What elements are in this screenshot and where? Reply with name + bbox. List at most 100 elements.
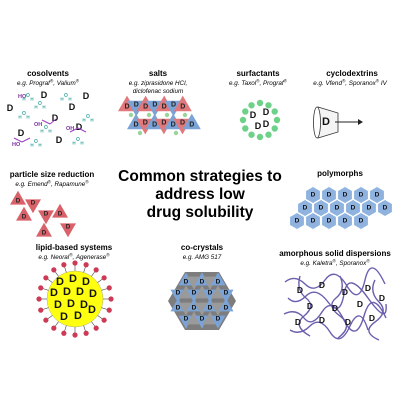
salt-tri-1-2-label: D bbox=[152, 122, 157, 129]
cosolvent-water-h1-3: H bbox=[18, 115, 21, 120]
amorphous-drug-6: D bbox=[357, 299, 363, 309]
lipid-drug-12: D bbox=[88, 304, 96, 316]
surfactant-head-10 bbox=[265, 102, 272, 109]
polymorph-hex-0-2 bbox=[322, 187, 336, 203]
co-crystal-drug-3-2: D bbox=[200, 316, 205, 323]
lipid-head-14 bbox=[61, 262, 67, 268]
lipid-head-4 bbox=[83, 330, 89, 336]
polymorph-drug-2-2: D bbox=[327, 218, 332, 225]
cosolvent-water-h2-3: H bbox=[26, 115, 29, 120]
polymorphs-title: polymorphs bbox=[317, 169, 363, 178]
surfactant-drug-2: D bbox=[255, 121, 262, 131]
amorphous-drug-8: D bbox=[295, 317, 301, 327]
polymer-chain-5 bbox=[331, 275, 348, 339]
lipid-tail-14 bbox=[64, 266, 67, 273]
particle-tri-1 bbox=[25, 199, 41, 214]
lipid-head-9 bbox=[38, 307, 44, 313]
co-crystal-tri-0-4 bbox=[210, 272, 226, 286]
particle-size-reduction-title: particle size reduction bbox=[9, 170, 95, 179]
polymer-chain-0 bbox=[284, 267, 386, 296]
lipid-head-11 bbox=[38, 285, 44, 291]
salt-tri-0-6-label: D bbox=[180, 104, 185, 111]
lipid-drug-5: D bbox=[76, 286, 84, 298]
cosolvent-alcohol-0: HO bbox=[18, 94, 27, 100]
amorphous-drug-2: D bbox=[342, 287, 348, 297]
cosolvent-drug-0: D bbox=[41, 90, 48, 100]
lipid-head-16 bbox=[83, 262, 89, 268]
cosolvent-drug-2: D bbox=[7, 103, 14, 113]
lipid-drug-4: D bbox=[63, 286, 71, 298]
polymorph-drug-0-1: D bbox=[311, 192, 316, 199]
salt-tri-1-6 bbox=[182, 113, 201, 130]
lipid-drug-3: D bbox=[50, 287, 58, 299]
cosolvent-water-o-6: O bbox=[34, 139, 38, 145]
cosolvent-bond-2 bbox=[69, 127, 79, 133]
lipid-tail-13 bbox=[54, 271, 59, 277]
lipid-tail-16 bbox=[83, 266, 86, 273]
cyclodextrins-examples: e.g. Vfend®, Sporanox® IV bbox=[313, 78, 387, 87]
polymorph-drug-1-5: D bbox=[383, 205, 388, 212]
salt-counterion-3 bbox=[182, 112, 188, 118]
polymorph-drug-1-2: D bbox=[335, 205, 340, 212]
cosolvent-water-h2-4: H bbox=[48, 129, 51, 134]
lipid-tail-8 bbox=[47, 315, 53, 320]
salt-counterion-2 bbox=[164, 112, 170, 118]
polymorph-drug-2-3: D bbox=[343, 218, 348, 225]
lipid-tail-17 bbox=[91, 271, 96, 277]
particle-size-reduction-examples: e.g. Emend®, Rapamune® bbox=[15, 179, 89, 188]
polymorph-drug-0-2: D bbox=[327, 192, 332, 199]
amorphous-drug-9: D bbox=[319, 315, 325, 325]
lipid-drug-1: D bbox=[69, 273, 77, 285]
polymorph-drug-1-0: D bbox=[303, 205, 308, 212]
cosolvent-water-h2-2: H bbox=[68, 97, 71, 102]
surfactant-head-6 bbox=[239, 116, 247, 124]
polymorph-drug-1-3: D bbox=[351, 205, 356, 212]
cosolvent-bond-3 bbox=[77, 127, 87, 133]
lipid-drug-10: D bbox=[60, 311, 68, 323]
particle-tri-6 bbox=[36, 222, 52, 237]
cosolvent-water-o-3: O bbox=[22, 111, 26, 117]
co-crystals-title: co-crystals bbox=[180, 243, 224, 252]
salt-tri-1-5-label: D bbox=[180, 119, 185, 126]
main-title-line2: address low bbox=[155, 186, 245, 203]
co-crystal-drug-1-4: D bbox=[208, 290, 213, 297]
polymorph-hex-2-0 bbox=[290, 213, 304, 229]
lipid-head-2 bbox=[101, 317, 107, 323]
amorphous-solid-dispersions-title: amorphous solid dispersions bbox=[279, 249, 391, 258]
particle-tri-6-label: D bbox=[42, 229, 47, 236]
salts-title: salts bbox=[148, 69, 168, 78]
co-crystal-drug-2-0: D bbox=[176, 305, 181, 312]
polymorph-drug-1-1: D bbox=[319, 205, 324, 212]
polymorph-hex-1-3 bbox=[346, 200, 360, 216]
surfactant-head-8 bbox=[248, 102, 255, 109]
surfactant-drug-0: D bbox=[250, 110, 257, 120]
surfactant-head-5 bbox=[242, 125, 249, 132]
lipid-head-19 bbox=[106, 285, 112, 291]
salt-tri-1-6-label: D bbox=[189, 122, 194, 129]
salt-tri-0-2-label: D bbox=[143, 104, 148, 111]
polymorph-hex-1-2 bbox=[330, 200, 344, 216]
cyclodextrins-title: cyclodextrins bbox=[326, 69, 378, 78]
lipid-head-3 bbox=[93, 325, 99, 331]
particle-tri-2-label: D bbox=[22, 213, 27, 220]
cosolvent-water-o-0: O bbox=[26, 93, 30, 99]
surfactant-head-4 bbox=[248, 131, 255, 138]
lipid-based-systems-examples: e.g. Neoral®, Agenerase® bbox=[38, 252, 110, 261]
lipid-tail-6 bbox=[64, 325, 67, 332]
lipid-based-systems-title: lipid-based systems bbox=[35, 243, 113, 252]
lipid-head-6 bbox=[61, 330, 67, 336]
lipid-head-5 bbox=[72, 332, 78, 338]
lipid-head-7 bbox=[51, 325, 57, 331]
cosolvent-water-o-5: O bbox=[86, 114, 90, 120]
cosolvent-bond-1 bbox=[49, 118, 57, 125]
lipid-head-12 bbox=[43, 275, 49, 281]
cosolvent-water-h1-6: H bbox=[30, 143, 33, 148]
cyclodextrin-illustration bbox=[313, 106, 363, 139]
co-crystal-tri-1-6 bbox=[218, 289, 234, 303]
surfactant-head-1 bbox=[271, 125, 278, 132]
co-crystal-tri-2-6 bbox=[218, 298, 234, 312]
cosolvent-water-o-4: O bbox=[44, 125, 48, 131]
co-crystal-drug-1-0: D bbox=[176, 290, 181, 297]
lipid-head-15 bbox=[72, 260, 78, 266]
